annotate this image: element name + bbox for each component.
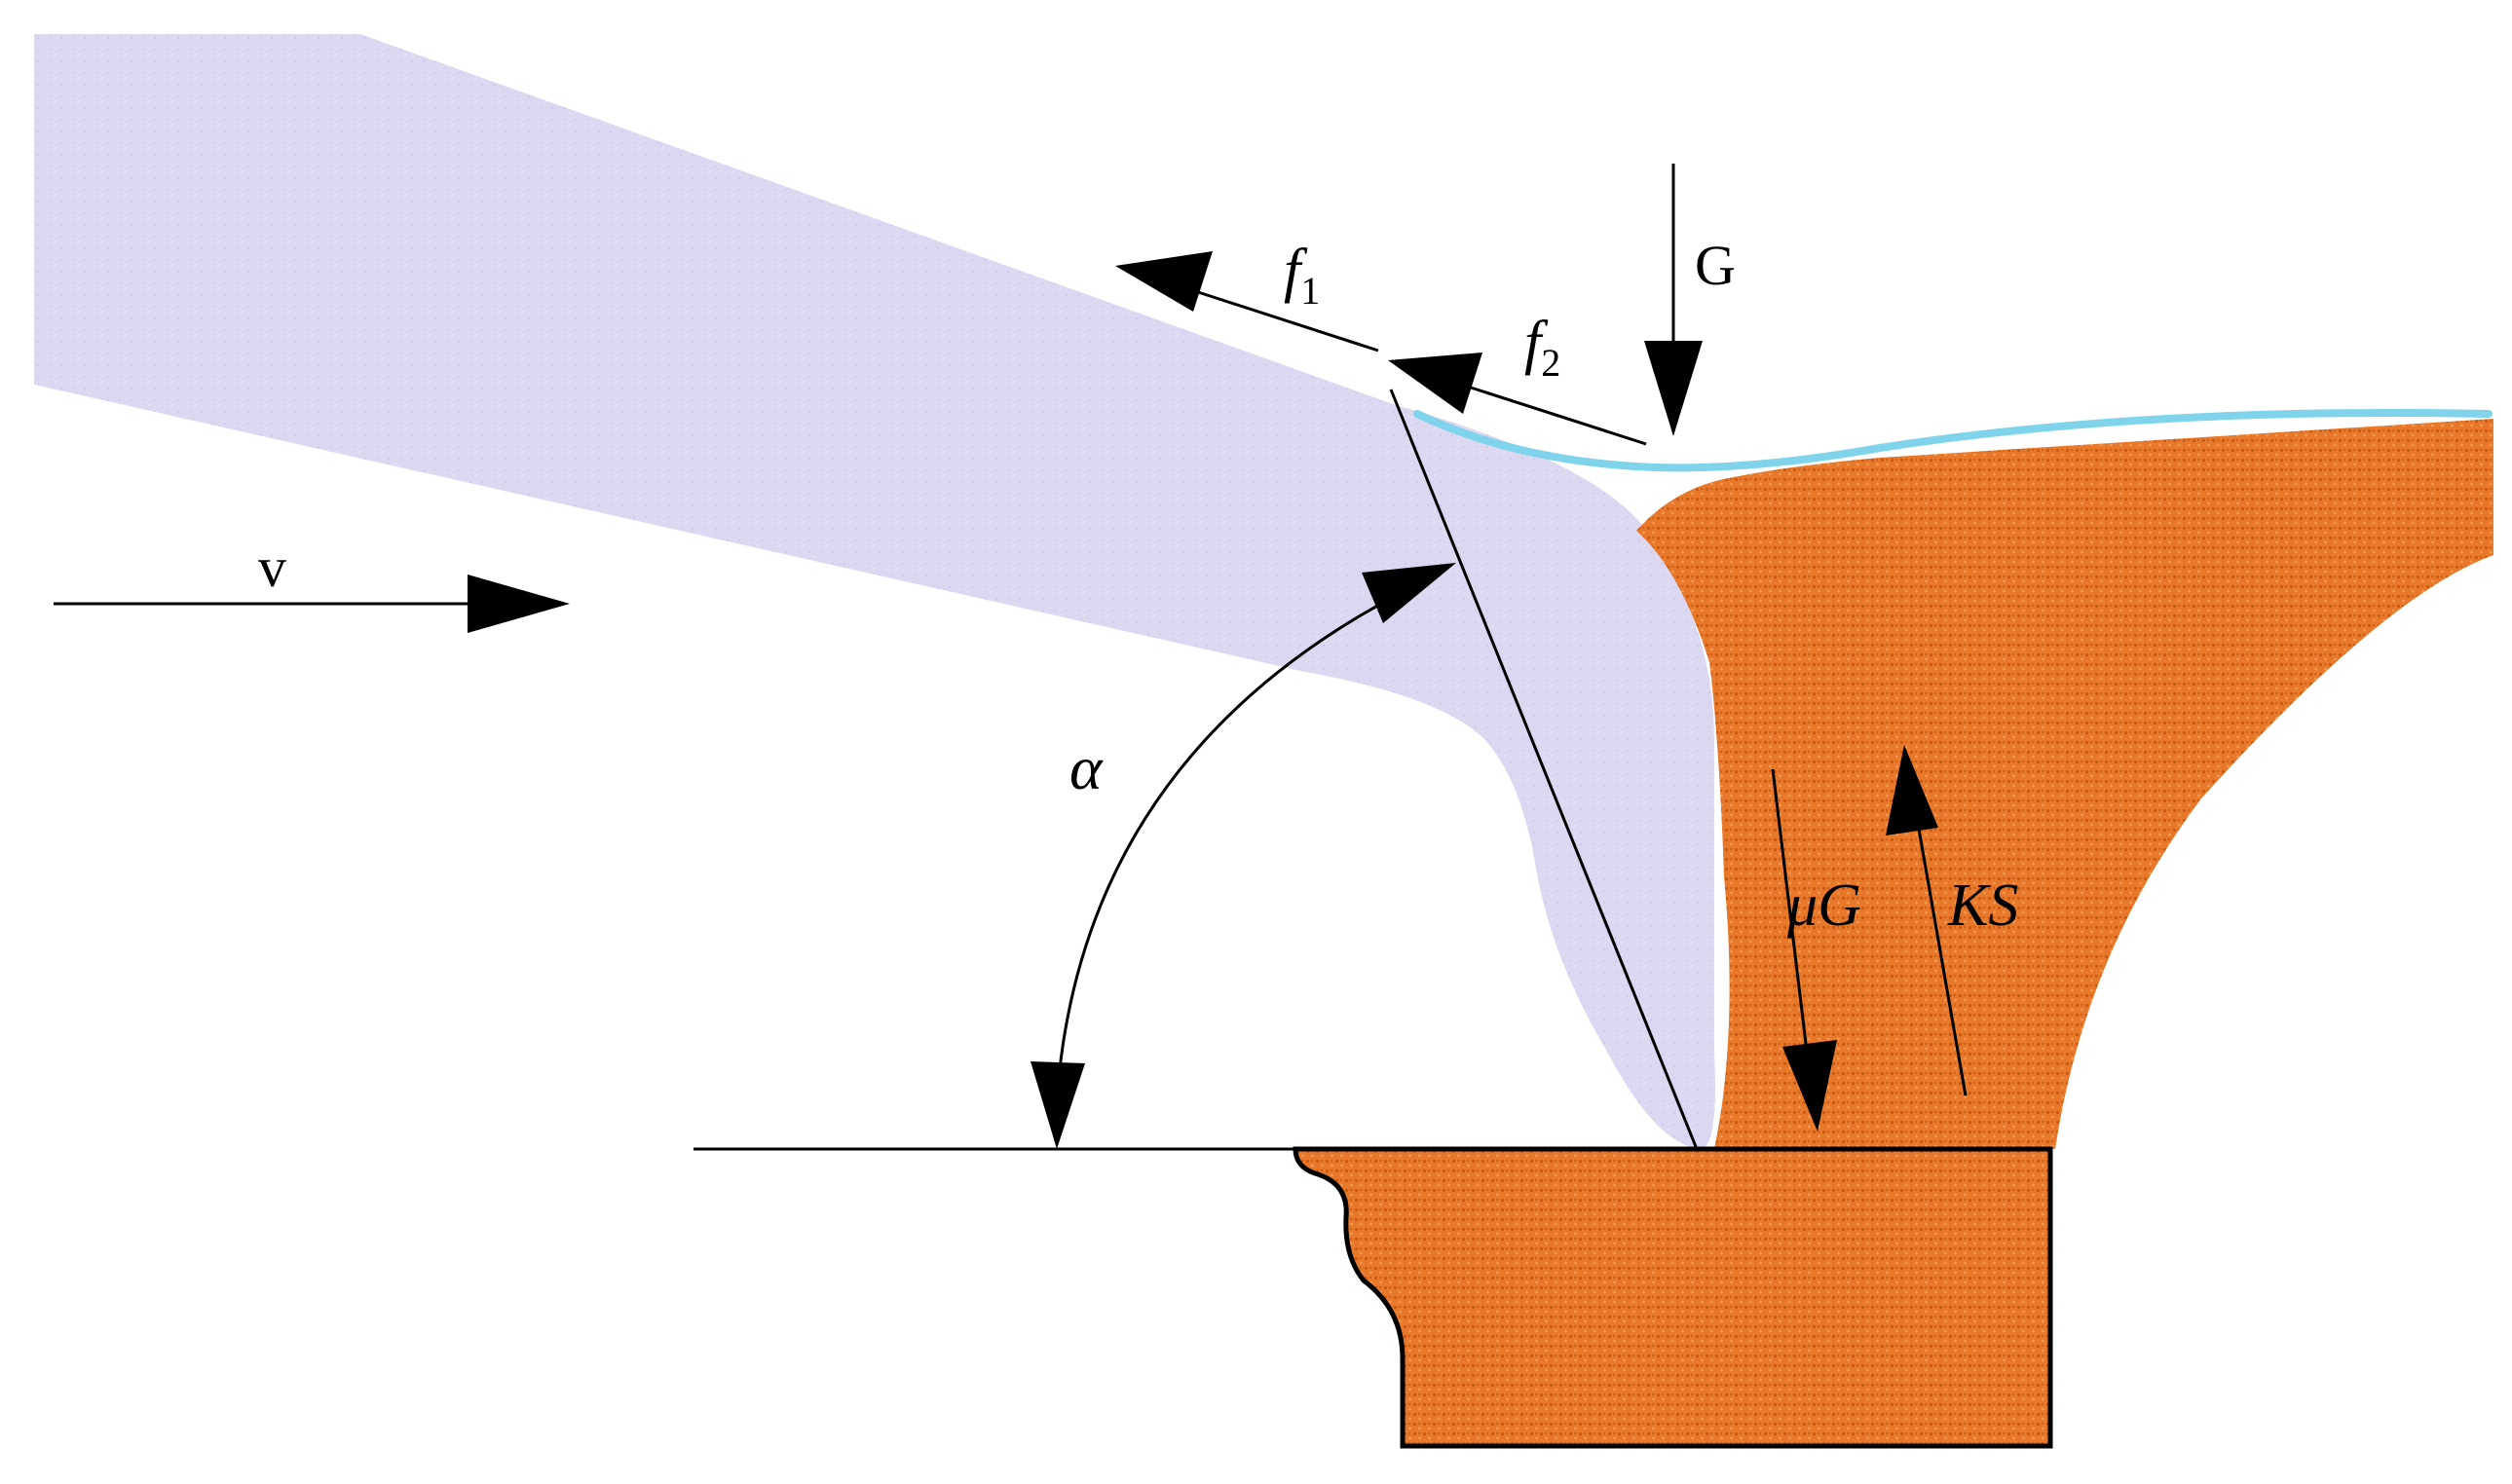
force-f2-subscript: 2 — [1541, 341, 1560, 385]
force-ks-arrow — [1886, 745, 1968, 1096]
angle-alpha-arc — [1031, 563, 1456, 1149]
force-f1-subscript: 1 — [1300, 269, 1320, 313]
friction-mu-g-label: μG — [1786, 872, 1861, 939]
force-f1-label: f1 — [1284, 238, 1320, 313]
stencil-block — [1293, 1146, 2053, 1449]
velocity-arrow — [54, 575, 570, 633]
solder-paste-roll — [1636, 419, 2493, 1149]
friction-mu-g-arrow — [1771, 768, 1837, 1132]
force-ks-label: KS — [1947, 872, 2018, 939]
force-f2-label: f2 — [1524, 310, 1560, 385]
angle-alpha-label: α — [1069, 733, 1104, 802]
velocity-label: v — [258, 536, 286, 599]
gravity-label: G — [1695, 234, 1736, 297]
squeegee-blade — [34, 34, 1715, 1149]
force-f2-arrow — [1388, 352, 1647, 446]
gravity-arrow — [1644, 164, 1703, 436]
force-f1-arrow — [1115, 251, 1379, 352]
liquid-film — [1413, 409, 2493, 472]
squeegee-edge-line — [1389, 389, 1699, 1150]
